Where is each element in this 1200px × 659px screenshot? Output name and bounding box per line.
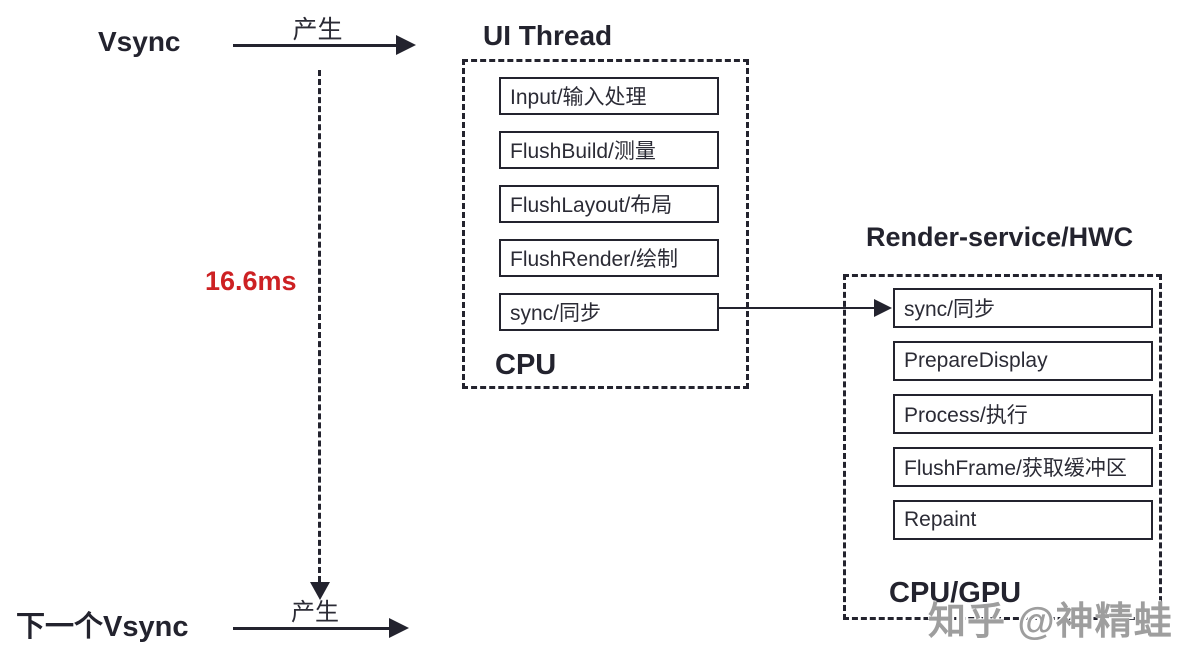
vsync-label: Vsync [98, 26, 181, 57]
step-box-sync-ui: sync/同步 [499, 293, 719, 331]
arrow-head-icon [389, 618, 409, 638]
ui-thread-steps: Input/输入处理 FlushBuild/测量 FlushLayout/布局 … [499, 77, 719, 331]
interval-label: 16.6ms [205, 266, 297, 296]
ui-thread-title: UI Thread [483, 20, 613, 51]
arrow-head-icon [874, 299, 892, 317]
step-box-sync-rs: sync/同步 [893, 288, 1153, 328]
render-service-box: sync/同步 PrepareDisplay Process/执行 FlushF… [843, 274, 1162, 620]
step-box-input: Input/输入处理 [499, 77, 719, 115]
next-vsync-arrow-label: 产生 [291, 599, 339, 626]
arrow-head-icon [396, 35, 416, 55]
interval-dashed-line [310, 70, 330, 600]
render-service-steps: sync/同步 PrepareDisplay Process/执行 FlushF… [893, 288, 1153, 540]
arrow-down-icon [310, 582, 330, 600]
cpu-gpu-label: CPU/GPU [889, 577, 1022, 609]
step-box-flushframe: FlushFrame/获取缓冲区 [893, 447, 1153, 487]
step-box-process: Process/执行 [893, 394, 1153, 434]
cpu-label: CPU [495, 349, 557, 381]
arrow-shaft [233, 627, 391, 630]
step-box-repaint: Repaint [893, 500, 1153, 540]
step-box-preparedisplay: PrepareDisplay [893, 341, 1153, 381]
arrow-shaft [233, 44, 398, 47]
arrow-shaft [718, 307, 876, 309]
step-box-flushlayout: FlushLayout/布局 [499, 185, 719, 223]
render-service-title: Render-service/HWC [866, 222, 1134, 252]
watermark: 知乎 @神精蛙 [928, 601, 1173, 643]
step-box-flushbuild: FlushBuild/测量 [499, 131, 719, 169]
step-box-flushrender: FlushRender/绘制 [499, 239, 719, 277]
vsync-arrow-label: 产生 [292, 16, 343, 44]
ui-thread-box: Input/输入处理 FlushBuild/测量 FlushLayout/布局 … [462, 59, 749, 389]
next-vsync-label: 下一个Vsync [16, 611, 189, 643]
